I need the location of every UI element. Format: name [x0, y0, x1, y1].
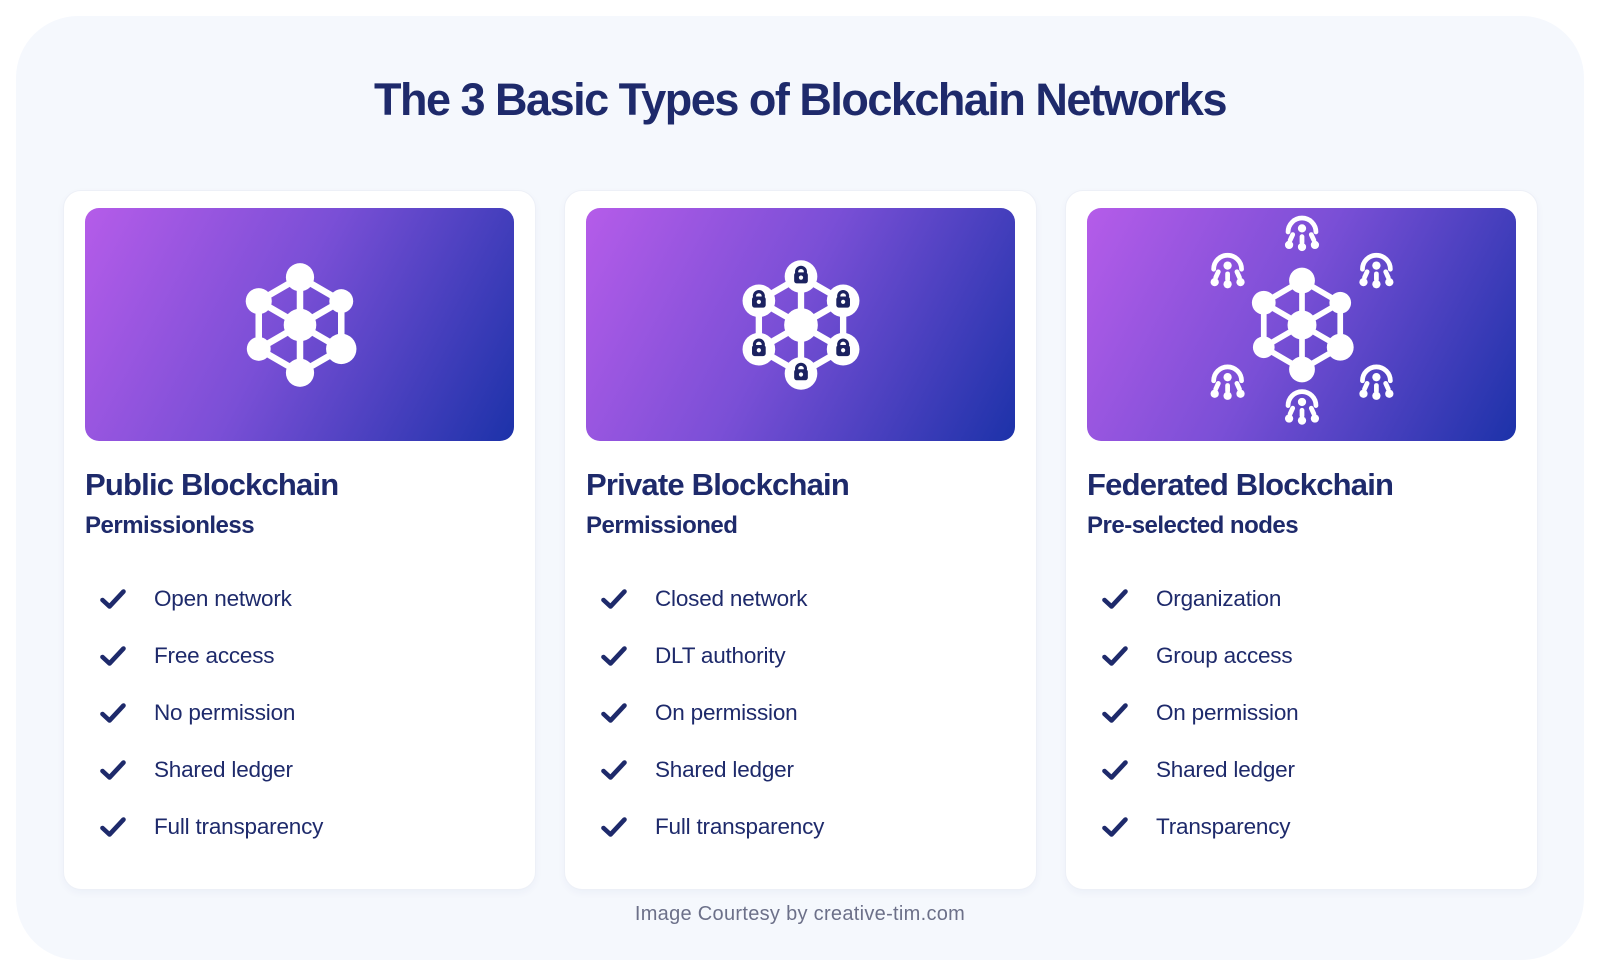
- card-federated-blockchain: Federated Blockchain Pre-selected nodes …: [1065, 190, 1538, 890]
- check-icon: [1101, 702, 1129, 724]
- list-item: Full transparency: [586, 798, 1015, 855]
- check-icon: [99, 588, 127, 610]
- feature-label: On permission: [655, 699, 798, 725]
- private-locked-network-icon: [742, 259, 859, 390]
- public-network-icon: [245, 262, 356, 387]
- list-item: No permission: [85, 684, 514, 741]
- list-item: Transparency: [1087, 798, 1516, 855]
- check-icon: [600, 816, 628, 838]
- check-icon: [600, 588, 628, 610]
- feature-label: No permission: [154, 699, 296, 725]
- federated-network-icon: [1147, 208, 1457, 441]
- check-icon: [600, 759, 628, 781]
- check-icon: [99, 702, 127, 724]
- check-icon: [600, 645, 628, 667]
- list-item: Free access: [85, 627, 514, 684]
- feature-label: Free access: [154, 642, 275, 668]
- blockchain-cards-row: Public Blockchain Permissionless Open ne…: [63, 190, 1538, 890]
- feature-label: Open network: [154, 585, 292, 611]
- check-icon: [600, 702, 628, 724]
- card-public-feature-list: Open network Free access No permission S…: [85, 570, 514, 855]
- card-public-header: [85, 208, 514, 441]
- card-private-subtitle: Permissioned: [586, 512, 738, 539]
- check-icon: [99, 759, 127, 781]
- list-item: Full transparency: [85, 798, 514, 855]
- check-icon: [1101, 588, 1129, 610]
- card-public-title: Public Blockchain: [85, 467, 339, 502]
- list-item: Group access: [1087, 627, 1516, 684]
- card-private-feature-list: Closed network DLT authority On permissi…: [586, 570, 1015, 855]
- list-item: On permission: [1087, 684, 1516, 741]
- list-item: Open network: [85, 570, 514, 627]
- check-icon: [1101, 816, 1129, 838]
- feature-label: Full transparency: [154, 813, 324, 839]
- lock-node-icon: [742, 259, 859, 390]
- card-federated-subtitle: Pre-selected nodes: [1087, 512, 1299, 539]
- feature-label: Transparency: [1156, 813, 1291, 839]
- feature-label: Group access: [1156, 642, 1293, 668]
- card-private-title: Private Blockchain: [586, 467, 850, 502]
- list-item: Shared ledger: [586, 741, 1015, 798]
- list-item: DLT authority: [586, 627, 1015, 684]
- feature-label: Closed network: [655, 585, 808, 611]
- card-private-header: [586, 208, 1015, 441]
- check-icon: [99, 816, 127, 838]
- card-federated-feature-list: Organization Group access On permission …: [1087, 570, 1516, 855]
- card-federated-title: Federated Blockchain: [1087, 467, 1394, 502]
- card-public-blockchain: Public Blockchain Permissionless Open ne…: [63, 190, 536, 890]
- feature-label: Shared ledger: [655, 756, 794, 782]
- feature-label: DLT authority: [655, 642, 786, 668]
- list-item: Shared ledger: [85, 741, 514, 798]
- list-item: Shared ledger: [1087, 741, 1516, 798]
- page-title: The 3 Basic Types of Blockchain Networks: [374, 74, 1227, 125]
- card-private-blockchain: Private Blockchain Permissioned Closed n…: [564, 190, 1037, 890]
- list-item: Organization: [1087, 570, 1516, 627]
- list-item: Closed network: [586, 570, 1015, 627]
- feature-label: Organization: [1156, 585, 1282, 611]
- feature-label: Shared ledger: [154, 756, 293, 782]
- feature-label: On permission: [1156, 699, 1299, 725]
- check-icon: [1101, 759, 1129, 781]
- feature-label: Shared ledger: [1156, 756, 1295, 782]
- card-federated-header: [1087, 208, 1516, 441]
- check-icon: [99, 645, 127, 667]
- image-credit: Image Courtesy by creative-tim.com: [634, 903, 966, 925]
- list-item: On permission: [586, 684, 1015, 741]
- check-icon: [1101, 645, 1129, 667]
- feature-label: Full transparency: [655, 813, 825, 839]
- card-public-subtitle: Permissionless: [85, 512, 255, 539]
